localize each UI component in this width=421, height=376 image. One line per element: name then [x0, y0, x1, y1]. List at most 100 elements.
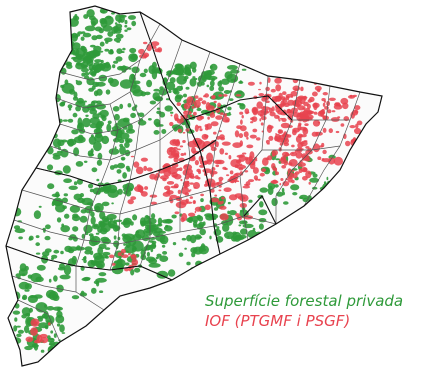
private-forest-patch — [60, 84, 65, 88]
iof-patch — [266, 143, 270, 145]
iof-patch — [215, 182, 220, 186]
iof-patch — [204, 183, 208, 187]
private-forest-patch — [95, 132, 103, 139]
private-forest-patch — [116, 48, 123, 54]
private-forest-patch — [146, 224, 155, 231]
private-forest-patch — [44, 92, 53, 101]
private-forest-patch — [126, 139, 131, 143]
iof-patch — [225, 119, 230, 123]
iof-patch — [130, 196, 137, 201]
private-forest-patch — [99, 109, 109, 118]
iof-patch — [258, 93, 265, 97]
iof-patch — [218, 94, 223, 97]
iof-patch — [242, 152, 247, 155]
iof-patch — [261, 97, 267, 102]
private-forest-patch — [183, 93, 187, 98]
private-forest-patch — [94, 26, 103, 32]
private-forest-patch — [60, 250, 64, 255]
private-forest-patch — [91, 107, 96, 111]
private-forest-patch — [82, 117, 91, 128]
private-forest-patch — [83, 276, 91, 281]
private-forest-patch — [83, 14, 89, 19]
iof-patch — [317, 111, 324, 117]
private-forest-patch — [81, 67, 89, 73]
iof-patch — [221, 141, 231, 146]
private-forest-patch — [146, 251, 150, 257]
iof-patch — [176, 102, 181, 106]
iof-patch — [322, 92, 328, 96]
private-forest-patch — [96, 281, 100, 287]
iof-patch — [143, 165, 148, 171]
private-forest-patch — [88, 238, 98, 247]
private-forest-patch — [77, 134, 84, 142]
private-forest-patch — [258, 234, 270, 240]
iof-patch — [143, 41, 148, 45]
private-forest-patch — [282, 191, 285, 196]
private-forest-patch — [62, 165, 71, 174]
private-forest-patch — [35, 242, 40, 247]
private-forest-patch — [37, 317, 43, 322]
iof-patch — [224, 167, 228, 171]
iof-patch — [262, 157, 269, 166]
private-forest-patch — [101, 201, 110, 207]
iof-patch — [206, 152, 214, 162]
iof-patch — [283, 135, 289, 141]
private-forest-patch — [57, 139, 65, 147]
private-forest-patch — [327, 199, 332, 204]
private-forest-patch — [326, 176, 329, 181]
iof-patch — [226, 174, 230, 177]
private-forest-patch — [53, 249, 60, 254]
iof-patch — [356, 120, 363, 126]
iof-patch — [210, 197, 220, 203]
private-forest-patch — [71, 295, 80, 300]
private-forest-patch — [94, 63, 106, 71]
iof-patch — [209, 112, 216, 118]
private-forest-patch — [95, 277, 107, 283]
iof-patch — [166, 181, 175, 185]
iof-patch — [186, 180, 190, 184]
iof-patch — [137, 185, 144, 193]
private-forest-patch — [167, 269, 176, 277]
private-forest-patch — [72, 96, 79, 101]
private-forest-patch — [71, 42, 81, 50]
private-forest-patch — [117, 162, 125, 169]
private-forest-patch — [196, 107, 202, 112]
iof-patch — [217, 102, 222, 108]
private-forest-patch — [28, 307, 33, 313]
private-forest-patch — [90, 211, 95, 217]
iof-patch — [271, 163, 276, 170]
private-forest-patch — [259, 201, 264, 208]
private-forest-patch — [113, 25, 119, 33]
private-forest-patch — [172, 242, 177, 246]
iof-patch — [248, 179, 255, 183]
iof-patch — [330, 117, 340, 122]
iof-patch — [214, 194, 218, 197]
private-forest-patch — [40, 126, 44, 129]
iof-patch — [355, 148, 360, 153]
iof-patch — [196, 115, 203, 121]
iof-patch — [287, 125, 293, 128]
private-forest-patch — [174, 95, 182, 103]
iof-patch — [33, 321, 38, 325]
iof-patch — [302, 107, 305, 110]
private-forest-patch — [147, 245, 153, 248]
iof-patch — [270, 88, 276, 93]
private-forest-patch — [73, 48, 80, 57]
iof-patch — [324, 106, 329, 110]
private-forest-patch — [143, 68, 148, 74]
private-forest-patch — [257, 234, 262, 239]
iof-patch — [255, 137, 261, 141]
private-forest-patch — [60, 35, 68, 41]
iof-patch — [215, 164, 220, 168]
private-forest-patch — [129, 47, 137, 54]
iof-patch — [223, 187, 232, 192]
private-forest-patch — [61, 101, 66, 104]
iof-patch — [253, 175, 258, 181]
private-forest-patch — [69, 205, 81, 213]
iof-patch — [300, 113, 307, 121]
private-forest-patch — [84, 72, 90, 76]
iof-patch — [170, 185, 179, 189]
private-forest-patch — [119, 103, 124, 110]
iof-patch — [271, 149, 278, 156]
